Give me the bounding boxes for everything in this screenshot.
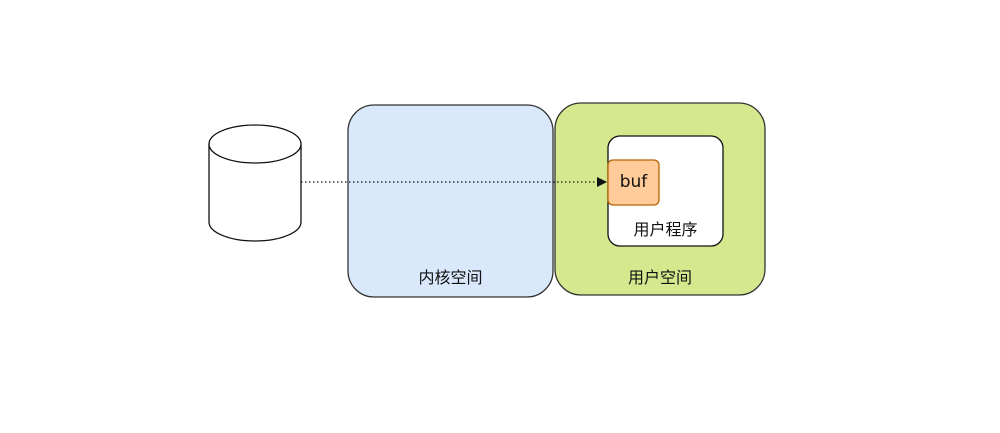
buffer-label: buf [619,172,648,192]
buffer-box [607,159,660,206]
disk-top [208,124,302,164]
user-space-label: 用户空间 [627,268,692,287]
user-program-label: 用户程序 [633,220,698,239]
disk-body [208,144,302,242]
kernel-space-box [347,104,554,298]
disk-cylinder [208,124,302,242]
kernel-space-label: 内核空间 [418,268,483,287]
